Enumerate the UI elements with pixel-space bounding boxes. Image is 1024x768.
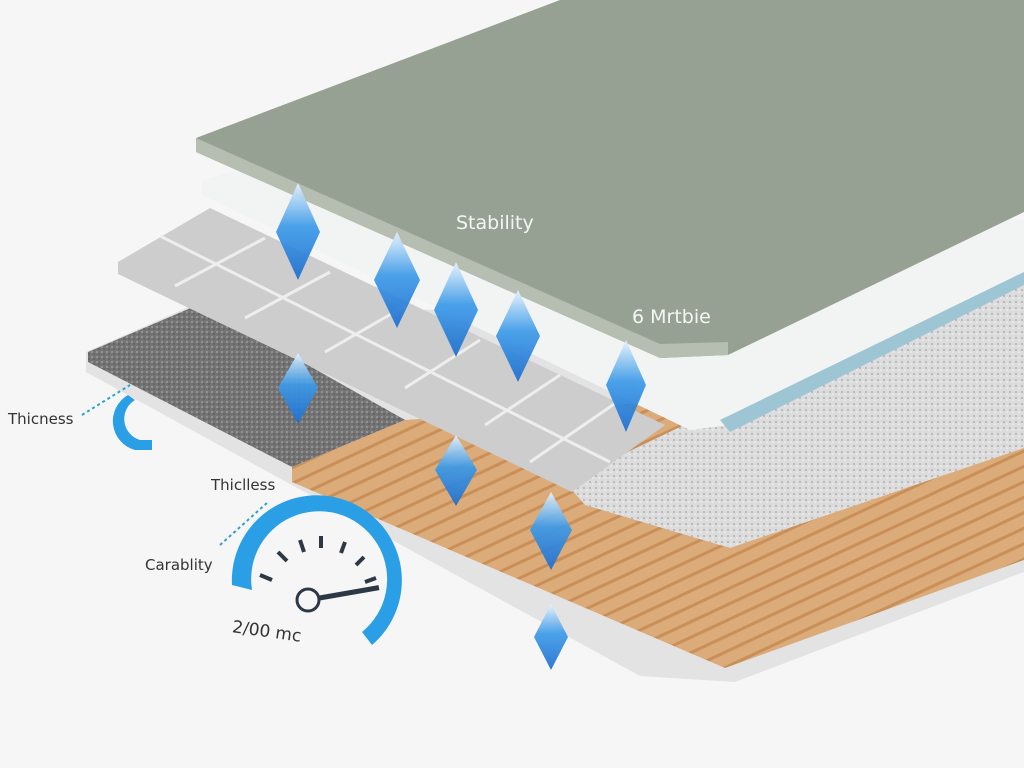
moisture-diamond-icons [276, 183, 646, 670]
thickness-arc-icon [112, 395, 152, 450]
label-thickness-mid: Thiclless [211, 476, 276, 494]
top-green-layer [196, 0, 1024, 358]
tile-layer [118, 208, 665, 492]
capability-gauge-icon [231, 495, 402, 645]
label-capability: Carablity [145, 556, 213, 574]
label-stability: Stability [456, 212, 534, 234]
label-top-edge: 6 Mrtbie [632, 306, 711, 328]
label-thickness-left: Thicness [8, 410, 74, 428]
callout-lines [81, 384, 269, 546]
carpet-layer [88, 304, 405, 467]
